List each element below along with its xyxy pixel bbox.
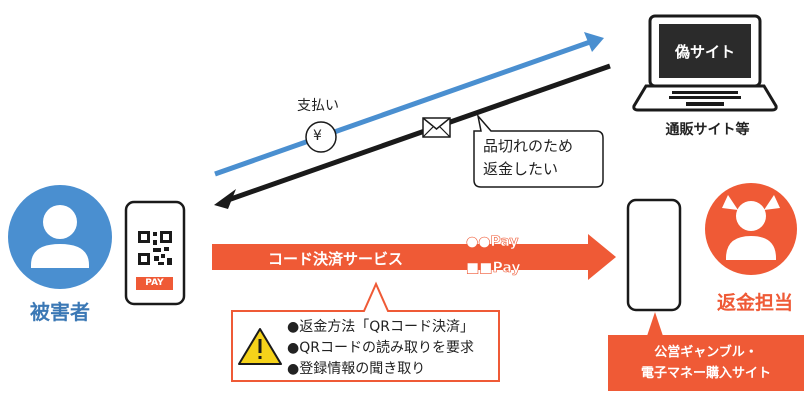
refund-request-arrow (214, 63, 611, 209)
envelope-icon (422, 117, 451, 138)
person-icon (8, 185, 112, 289)
message-line2: 返金したい (483, 160, 559, 178)
scam-site-line1: 公営ギャンブル・ (654, 345, 758, 360)
brand-pay-2: ■■Pay (466, 260, 521, 277)
devil-icon (705, 183, 797, 275)
qr-code-icon (138, 231, 172, 265)
warning-item-1: ●返金方法「QRコード決済」 (287, 319, 474, 335)
brand-pay-1: ●●Pay (466, 234, 519, 251)
message-bubble (473, 113, 604, 188)
message-line1: 品切れのため (483, 137, 574, 155)
code-payment-label: コード決済サービス (268, 250, 404, 268)
fake-site-screen-label: 偽サイト (674, 43, 735, 61)
yen-coin-icon (305, 121, 337, 153)
yen-symbol: ¥ (313, 128, 322, 144)
fake-site-caption: 通販サイト等 (665, 122, 750, 138)
pay-badge-label: PAY (145, 278, 164, 288)
laptop-icon (632, 14, 778, 112)
warning-item-3: ●登録情報の聞き取り (287, 361, 426, 377)
scam-site-box (608, 312, 804, 391)
scammer-label: 返金担当 (716, 292, 793, 314)
code-payment-arrow (212, 234, 616, 280)
warning-icon (238, 328, 282, 365)
warning-callout (231, 281, 500, 382)
victim-label: 被害者 (30, 300, 90, 324)
payment-arrow (214, 32, 604, 177)
payment-label: 支払い (297, 98, 339, 114)
scam-site-line2: 電子マネー購入サイト (640, 366, 771, 381)
warning-item-2: ●QRコードの読み取りを要求 (287, 340, 474, 356)
scammer-phone (626, 198, 682, 312)
pay-badge (136, 277, 173, 290)
